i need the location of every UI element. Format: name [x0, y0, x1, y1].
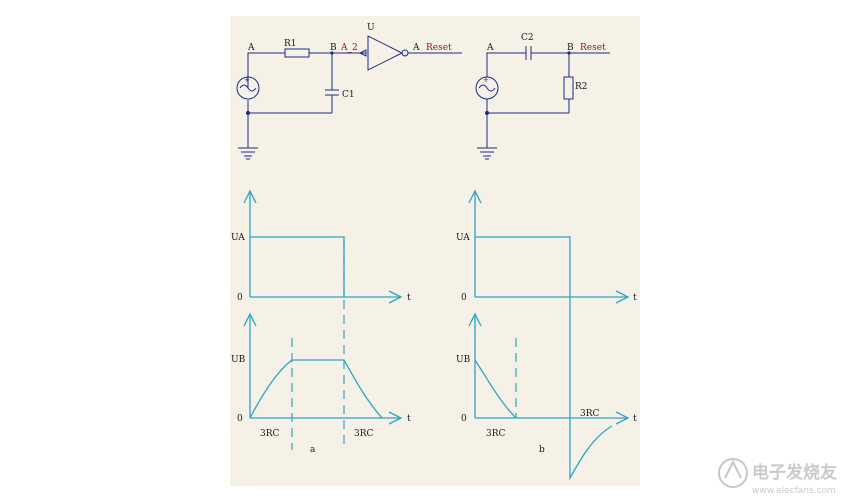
ub-negative-spike: [569, 297, 613, 481]
wire-b-source-top: [486, 52, 526, 77]
svg-text:+: +: [483, 76, 489, 84]
y-axis-arrow: [243, 312, 257, 327]
label-t: t: [407, 293, 411, 303]
ground-icon: [477, 147, 497, 160]
label-t: t: [633, 414, 637, 424]
label-zero: 0: [237, 293, 243, 303]
ub-decay: [474, 359, 517, 419]
ac-source-icon: +: [236, 76, 260, 100]
wire-a-source-top: [247, 52, 285, 88]
label-a2: A_2: [340, 43, 358, 53]
label-3rc: 3RC: [260, 429, 280, 439]
x-axis-arrow: [388, 290, 403, 304]
junction-dot: [330, 51, 334, 55]
graph-b-ua: UA 0 t: [456, 189, 637, 304]
svg-text:+: +: [244, 76, 250, 84]
label-c1: C1: [342, 90, 355, 100]
x-axis-arrow: [615, 411, 630, 425]
x-axis-arrow: [388, 411, 403, 425]
circuit-a: + A R1 B C1 U A_2 A Reset: [236, 23, 462, 160]
label-3rc: 3RC: [354, 429, 374, 439]
label-t: t: [633, 293, 637, 303]
label-node-a: A: [247, 43, 255, 53]
watermark-brand: 电子发烧友: [752, 462, 837, 483]
label-ua: UA: [231, 233, 245, 243]
circuit-b: + A C2 B R2 Reset: [475, 33, 610, 160]
input-pin-marker: [359, 49, 367, 57]
watermark-url: www.elecfans.com: [752, 486, 836, 496]
caption-b: b: [539, 445, 545, 455]
label-3rc: 3RC: [580, 409, 600, 419]
junction-dot: [246, 111, 250, 115]
y-axis-arrow: [468, 312, 482, 327]
ub-charge-discharge: [249, 359, 383, 419]
y-axis-arrow: [243, 189, 257, 204]
label-c2: C2: [521, 33, 534, 43]
label-node-b: B: [330, 43, 337, 53]
label-ub: UB: [456, 355, 471, 365]
label-reset: Reset: [426, 43, 452, 53]
label-r2: R2: [575, 82, 588, 92]
diagram-panel: [230, 16, 640, 486]
graph-b-ub: UB 0 t 3RC 3RC b: [456, 297, 637, 481]
label-node-b: B: [567, 43, 574, 53]
caption-a: a: [310, 445, 316, 455]
watermark: 电子发烧友 www.elecfans.com: [718, 458, 837, 496]
label-u: U: [367, 23, 375, 33]
junction-dot: [485, 111, 489, 115]
resistor-r2: [563, 76, 574, 100]
resistor-r1: [284, 48, 310, 58]
label-zero: 0: [461, 293, 467, 303]
label-t: t: [407, 414, 411, 424]
label-zero: 0: [237, 414, 243, 424]
graph-a-ua: UA 0 t: [231, 189, 411, 304]
graph-a-ub: UB 0 t 3RC 3RC a: [231, 240, 411, 455]
label-3rc: 3RC: [486, 429, 506, 439]
junction-dot: [567, 51, 571, 55]
label-zero: 0: [461, 414, 467, 424]
label-a-out: A: [412, 43, 420, 53]
label-ua: UA: [456, 233, 470, 243]
ground-icon: [238, 147, 258, 160]
x-axis-arrow: [615, 290, 630, 304]
ua-pulse: [250, 236, 345, 297]
label-r1: R1: [284, 39, 297, 49]
ua-pulse: [475, 236, 571, 297]
label-ub: UB: [231, 355, 246, 365]
label-node-a: A: [486, 43, 494, 53]
inverter-icon: [359, 35, 409, 71]
ac-source-icon: +: [475, 76, 499, 100]
label-reset: Reset: [580, 43, 606, 53]
y-axis-arrow: [468, 189, 482, 204]
brand-logo-icon: [718, 458, 748, 488]
